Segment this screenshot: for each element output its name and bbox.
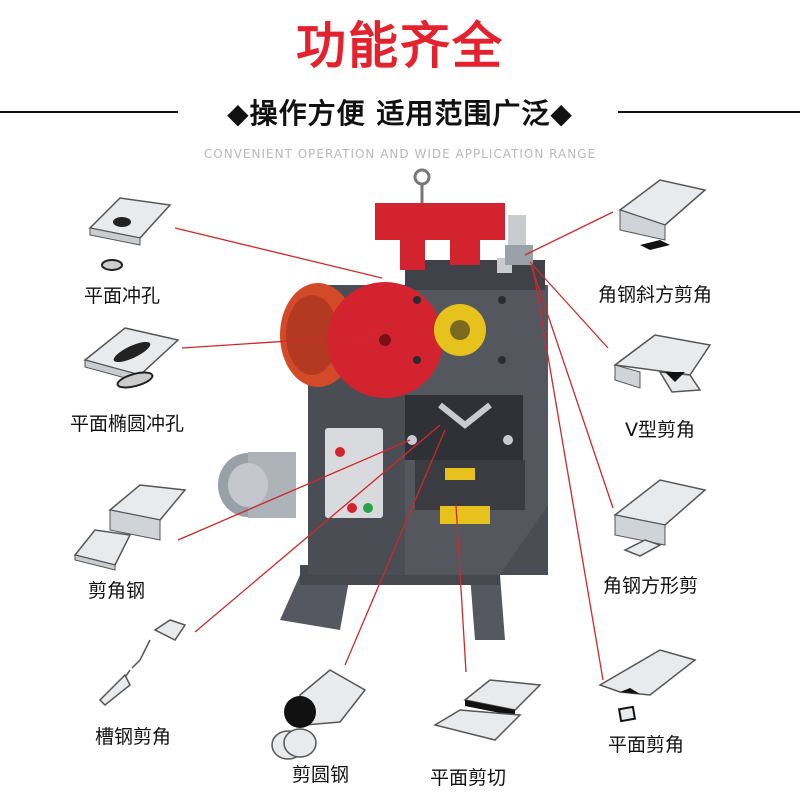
ironworker-machine [218,168,548,640]
feature-label-angle-square: 角钢方形剪 [603,575,699,597]
feature-label-channel-steel: 槽钢剪角 [95,726,172,748]
oval-punch-sample-icon [83,327,180,389]
page-english-subtitle: CONVENIENT OPERATION AND WIDE APPLICATIO… [203,147,597,161]
angle-steel-bevel-sample-icon [618,179,707,250]
feature-label-flat-shear: 平面剪切 [430,767,507,789]
flat-shear-sample-icon [433,679,542,741]
divider-right [618,111,800,113]
feature-label-round-steel: 剪圆钢 [292,764,350,786]
feature-label-v-shape: V型剪角 [625,419,695,441]
divider-left [0,111,178,113]
feature-label-flat-corner: 平面剪角 [608,734,685,756]
feature-label-angle-bevel: 角钢斜方剪角 [598,284,713,306]
page-subtitle: ◆操作方便 适用范围广泛◆ [227,97,573,130]
angle-steel-cut-sample-icon [73,484,187,571]
subtitle-bar [0,90,800,134]
leader-lines [174,211,614,681]
feature-label-oval-punch: 平面椭圆冲孔 [70,413,185,435]
feature-label-flat-punch: 平面冲孔 [84,285,161,307]
page-title: 功能齐全 [296,17,504,75]
channel-steel-corner-sample-icon [98,619,187,707]
flat-corner-sample-icon [598,649,697,723]
feature-label-angle-steel-cut: 剪角钢 [88,580,146,602]
v-shape-corner-sample-icon [613,334,712,393]
angle-steel-square-sample-icon [613,479,707,557]
flat-punch-sample-icon [88,197,172,271]
round-steel-cut-sample-icon [271,669,367,760]
